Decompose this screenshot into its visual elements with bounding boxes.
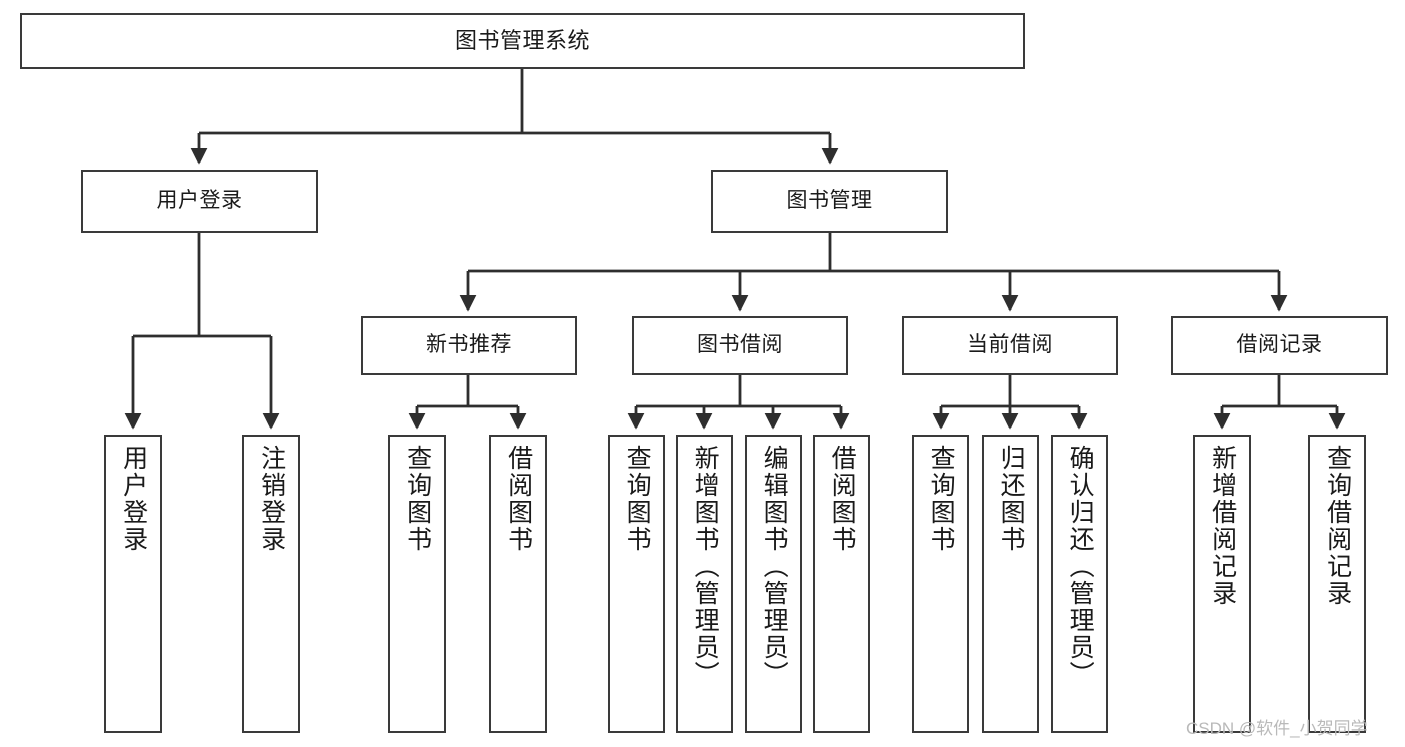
node-book-management[interactable]: 图书管理 <box>711 170 948 233</box>
node-label: 查询图书 <box>623 445 652 553</box>
node-root-book-management-system[interactable]: 图书管理系统 <box>20 13 1025 69</box>
node-label: 借阅图书 <box>828 445 857 553</box>
leaf-edit-book-admin[interactable]: 编辑图书（管理员） <box>745 435 802 733</box>
node-label: 新增图书（管理员） <box>691 445 720 688</box>
csdn-watermark: CSDN @软件_小贺同学 <box>1186 719 1368 738</box>
node-label: 图书管理系统 <box>454 28 590 54</box>
leaf-add-borrow-record[interactable]: 新增借阅记录 <box>1193 435 1251 733</box>
node-label: 用户登录 <box>119 445 148 553</box>
node-borrow-record[interactable]: 借阅记录 <box>1171 316 1388 375</box>
node-label: 查询图书 <box>403 445 432 553</box>
node-label: 当前借阅 <box>967 333 1053 357</box>
node-current-borrow[interactable]: 当前借阅 <box>902 316 1118 375</box>
node-label: 归还图书 <box>997 445 1026 553</box>
node-label: 借阅记录 <box>1236 333 1323 357</box>
node-label: 借阅图书 <box>504 445 533 553</box>
node-label: 新增借阅记录 <box>1208 445 1237 607</box>
node-label: 查询图书 <box>927 445 956 553</box>
leaf-user-logout[interactable]: 注销登录 <box>242 435 300 733</box>
node-label: 查询借阅记录 <box>1323 445 1352 607</box>
leaf-query-borrow-record[interactable]: 查询借阅记录 <box>1308 435 1366 733</box>
node-label: 图书借阅 <box>697 333 783 357</box>
node-label: 新书推荐 <box>426 333 512 357</box>
leaf-borrow-book-recommend[interactable]: 借阅图书 <box>489 435 547 733</box>
node-user-login[interactable]: 用户登录 <box>81 170 318 233</box>
node-label: 图书管理 <box>786 189 873 213</box>
leaf-query-book-current[interactable]: 查询图书 <box>912 435 969 733</box>
leaf-query-book-borrow[interactable]: 查询图书 <box>608 435 665 733</box>
leaf-query-book-recommend[interactable]: 查询图书 <box>388 435 446 733</box>
leaf-add-book-admin[interactable]: 新增图书（管理员） <box>676 435 733 733</box>
leaf-borrow-book[interactable]: 借阅图书 <box>813 435 870 733</box>
leaf-user-login[interactable]: 用户登录 <box>104 435 162 733</box>
node-label: 确认归还（管理员） <box>1066 445 1095 688</box>
leaf-return-book[interactable]: 归还图书 <box>982 435 1039 733</box>
node-label: 用户登录 <box>156 189 243 213</box>
node-label: 注销登录 <box>257 445 286 553</box>
node-new-book-recommend[interactable]: 新书推荐 <box>361 316 577 375</box>
leaf-confirm-return-admin[interactable]: 确认归还（管理员） <box>1051 435 1108 733</box>
node-label: 编辑图书（管理员） <box>760 445 789 688</box>
node-book-borrow[interactable]: 图书借阅 <box>632 316 848 375</box>
